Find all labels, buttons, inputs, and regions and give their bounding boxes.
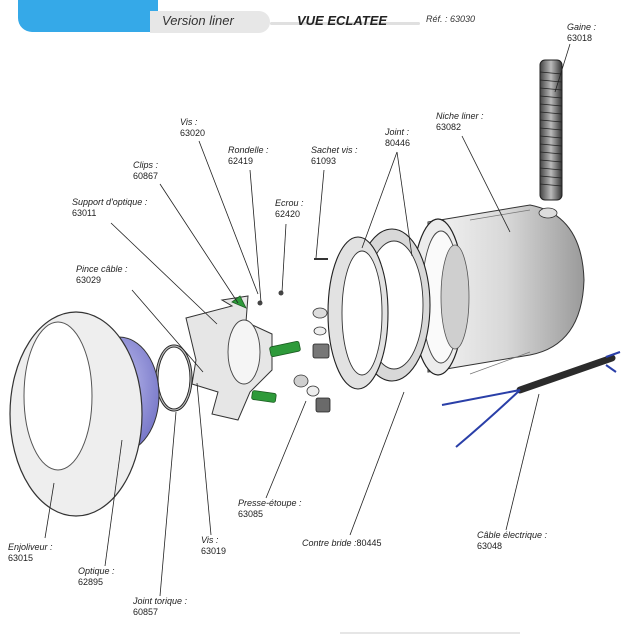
label-rondelle: Rondelle :62419 bbox=[228, 145, 269, 166]
label-support-optique: Support d'optique :63011 bbox=[72, 197, 148, 218]
support-optique bbox=[185, 295, 301, 421]
label-gaine: Gaine :63018 bbox=[567, 22, 597, 43]
label-vis-63019: Vis :63019 bbox=[201, 535, 227, 556]
contre-bride bbox=[327, 236, 389, 390]
gaine-hose bbox=[539, 59, 563, 201]
view-title: VUE ECLATEE bbox=[297, 13, 388, 28]
label-ecrou: Ecrou :62420 bbox=[275, 198, 304, 219]
label-clips: Clips :60867 bbox=[133, 160, 159, 181]
label-vis-63020: Vis :63020 bbox=[180, 117, 206, 138]
hardware-parts bbox=[257, 258, 331, 413]
label-joint: Joint :80446 bbox=[385, 127, 411, 148]
header-bar bbox=[150, 11, 270, 33]
label-presse-etoupe: Presse-étoupe :63085 bbox=[238, 498, 302, 519]
label-joint-torique: Joint torique :60857 bbox=[133, 596, 188, 617]
leader-lines bbox=[44, 43, 571, 597]
label-pince-cable: Pince câble :63029 bbox=[76, 264, 128, 285]
bottom-rule bbox=[340, 632, 520, 634]
label-niche-liner: Niche liner :63082 bbox=[436, 111, 484, 132]
label-sachet-vis: Sachet vis :61093 bbox=[311, 145, 358, 166]
header-tab bbox=[18, 0, 158, 32]
label-enjoliveur: Enjoliveur :63015 bbox=[8, 542, 53, 563]
enjoliveur-ring bbox=[9, 311, 143, 517]
reference-label: Réf. : 63030 bbox=[426, 14, 476, 24]
label-optique: Optique :62895 bbox=[78, 566, 115, 587]
label-cable-electrique: Câble électrique :63048 bbox=[477, 530, 548, 551]
joint-torique bbox=[155, 344, 193, 412]
niche-liner bbox=[411, 204, 585, 376]
cable-electrique bbox=[441, 351, 621, 448]
label-contre-bride: Contre bride :80445 bbox=[302, 538, 382, 548]
header-rule bbox=[270, 22, 420, 25]
version-label: Version liner bbox=[162, 13, 234, 28]
